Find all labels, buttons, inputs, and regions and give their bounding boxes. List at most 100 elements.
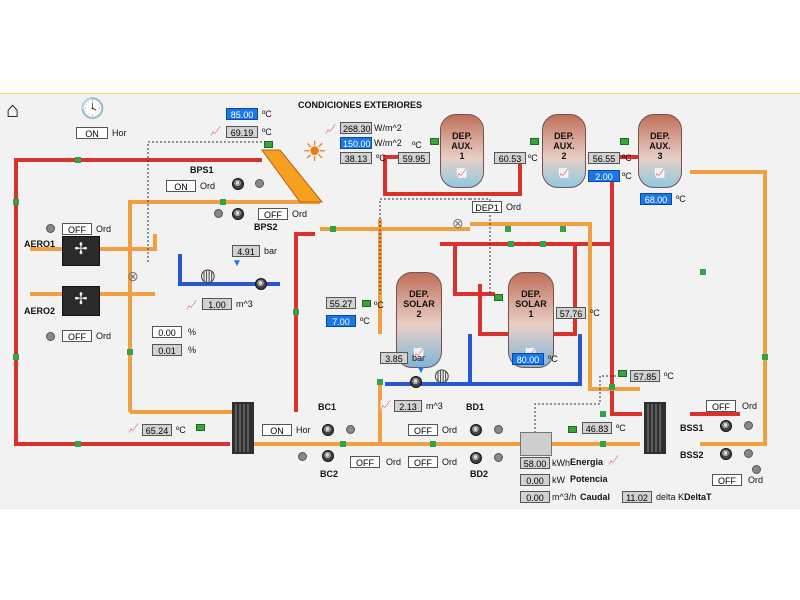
dep1-valve-icon[interactable]: ⊗	[452, 215, 464, 231]
radiation-setpoint-unit: W/m^2	[374, 138, 402, 148]
bps2-state[interactable]: OFF	[258, 208, 288, 220]
trend-icon[interactable]: 📈	[654, 168, 666, 178]
bss1-state[interactable]: OFF	[706, 400, 736, 412]
bps1-unit: Ord	[200, 181, 216, 191]
aux-tank-3[interactable]: DEP. AUX. 3 📈	[638, 114, 682, 188]
control-line-dep1b	[470, 198, 491, 294]
bc2-knob[interactable]	[298, 452, 307, 461]
solar-tank-2-temp-unit: ºC	[374, 300, 384, 310]
heat-exchanger-left-plates	[235, 404, 249, 452]
scada-panel: ⌂ 🕓 ON Hor CONDICIONES EXTERIORES 85.00 …	[0, 93, 800, 509]
aero-valve-pct-2-unit: %	[188, 345, 197, 355]
trend-icon[interactable]: 📈	[456, 168, 468, 178]
secondary-pump[interactable]: ◉	[410, 376, 422, 388]
bc2-pump[interactable]: ◉	[322, 450, 334, 462]
radiation-setpoint[interactable]: 150.00	[340, 137, 372, 149]
trend-icon[interactable]: 📈	[608, 455, 620, 465]
meter-power-unit: kW	[552, 475, 565, 485]
bd2-knob[interactable]	[494, 453, 503, 462]
bps2-pump[interactable]: ◉	[232, 208, 244, 220]
bss2-label: BSS2	[680, 450, 704, 460]
trend-icon[interactable]: 📈	[325, 124, 337, 134]
trend-icon[interactable]: 📈	[558, 168, 570, 178]
solar-tank-1-setpoint-unit: ºC	[548, 354, 558, 364]
aero1-knob[interactable]	[46, 224, 55, 233]
aero-valve-pct-1[interactable]: 0.00	[152, 326, 182, 338]
collector-temp-setpoint[interactable]: 85.00	[226, 108, 258, 120]
control-line-collector	[147, 141, 262, 264]
meter-energy-unit: kWh	[552, 458, 570, 468]
timer-state[interactable]: ON	[76, 127, 108, 139]
cold-pipe-solar1	[468, 334, 582, 386]
bc1-pump[interactable]: ◉	[322, 424, 334, 436]
meter-power-label: Potencia	[570, 474, 608, 484]
aux-tank-2-label: DEP. AUX. 2	[553, 131, 575, 161]
aero2-unit: Ord	[96, 331, 112, 341]
bps1-knob[interactable]	[255, 179, 264, 188]
bps1-pump[interactable]: ◉	[232, 178, 244, 190]
collector-sensor	[264, 141, 273, 148]
bd2-pump[interactable]: ◉	[470, 452, 482, 464]
primary-pump[interactable]: ◉	[255, 278, 267, 290]
aero1-state[interactable]: OFF	[62, 223, 92, 235]
collector-temp: 69.19	[226, 126, 258, 138]
primary-pressure-unit: bar	[264, 246, 278, 256]
solar-tank-2-label: DEP. SOLAR 2	[403, 289, 435, 319]
bss1-pump[interactable]: ◉	[720, 420, 732, 432]
aux-tank-1[interactable]: DEP. AUX. 1 📈	[440, 114, 484, 188]
aux-tank-2-sensor	[530, 138, 539, 145]
trend-icon[interactable]: 📈	[380, 400, 392, 410]
aux-tank-3-setpoint-2-unit: ºC	[676, 194, 686, 204]
bc2-state[interactable]: OFF	[350, 456, 380, 468]
cold-pipes	[178, 254, 582, 386]
bd2-state[interactable]: OFF	[408, 456, 438, 468]
solar-tank-2-setpoint[interactable]: 7.00	[326, 315, 356, 327]
flow-meter-icon: ◍	[434, 365, 450, 385]
bd2-label: BD2	[470, 469, 489, 479]
meter-flow-label: Caudal	[580, 492, 611, 502]
flow-meter-icon: ◍	[200, 265, 216, 285]
bss2-knob-lower[interactable]	[752, 465, 761, 474]
meter-delta-label: DeltaT	[684, 492, 712, 502]
bc1-state[interactable]: ON	[262, 424, 292, 436]
bss2-state[interactable]: OFF	[712, 474, 742, 486]
home-icon[interactable]: ⌂	[6, 97, 20, 122]
collector-temp-unit: ºC	[262, 127, 272, 137]
bps2-knob[interactable]	[214, 209, 223, 218]
aero2-knob[interactable]	[46, 332, 55, 341]
bd1-knob[interactable]	[494, 425, 503, 434]
aux-tank-2[interactable]: DEP. AUX. 2 📈	[542, 114, 586, 188]
bps1-state[interactable]: ON	[166, 180, 196, 192]
bd1-pump[interactable]: ◉	[470, 424, 482, 436]
hot-pipe-left-rise	[294, 232, 315, 412]
aux-tank-3-setpoint-1[interactable]: 2.00	[588, 170, 620, 182]
aero1-label: AERO1	[24, 239, 56, 249]
secondary-temp-right: 57.85	[630, 370, 660, 382]
fan-icon: ✢	[74, 291, 88, 308]
bss2-knob[interactable]	[744, 449, 753, 458]
solar-tank-1-temp: 57.76	[556, 307, 586, 319]
dep1-state[interactable]: DEP1	[472, 201, 502, 213]
aero2-fan[interactable]: ✢	[62, 286, 100, 316]
bd1-unit: Ord	[442, 425, 458, 435]
bss1-label: BSS1	[680, 423, 704, 433]
three-way-valve-icon[interactable]: ⊗	[127, 268, 139, 284]
primary-flow: 1.00	[202, 298, 232, 310]
primary-pressure: 4.91	[232, 245, 260, 257]
trend-icon[interactable]: 📈	[413, 348, 425, 358]
trend-icon[interactable]: 📈	[128, 423, 140, 433]
pipe-network	[13, 141, 768, 454]
hot-pipe-solar-link	[453, 244, 495, 296]
bd1-state[interactable]: OFF	[408, 424, 438, 436]
solar-tank-1-setpoint[interactable]: 80.00	[512, 353, 544, 365]
aux-tank-1-label: DEP. AUX. 1	[451, 131, 473, 161]
trend-icon[interactable]: 📈	[210, 126, 222, 136]
bss2-pump[interactable]: ◉	[720, 448, 732, 460]
bss1-knob[interactable]	[744, 421, 753, 430]
solar-tank-1[interactable]: DEP. SOLAR 1 📈	[508, 272, 554, 368]
aero1-fan[interactable]: ✢	[62, 236, 100, 266]
bc1-knob[interactable]	[346, 425, 355, 434]
aux-tank-3-setpoint-2[interactable]: 68.00	[640, 193, 672, 205]
aero2-state[interactable]: OFF	[62, 330, 92, 342]
trend-icon[interactable]: 📈	[186, 300, 198, 310]
